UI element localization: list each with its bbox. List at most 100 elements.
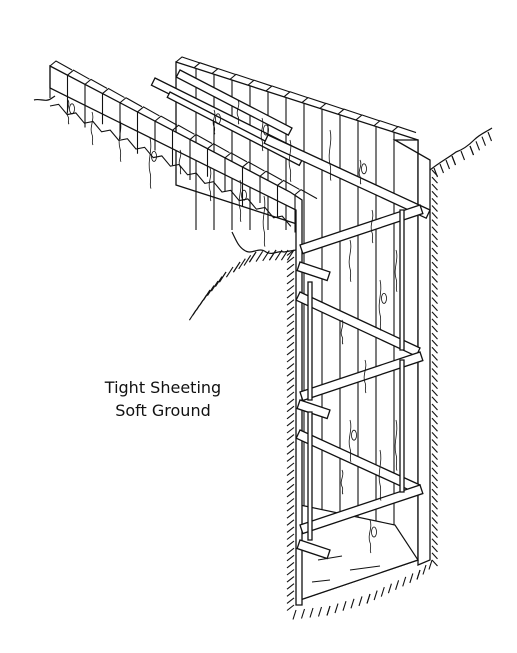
hatch-tick xyxy=(263,251,270,261)
diagram-caption: Tight Sheeting Soft Ground xyxy=(92,376,234,422)
front-plank-top xyxy=(50,61,72,70)
grain-line xyxy=(341,320,343,344)
front-sheeting-planks xyxy=(50,61,317,233)
wood-grain xyxy=(67,100,397,553)
hatch-tick xyxy=(461,151,465,160)
hatch-tick xyxy=(432,532,438,538)
lower-strut xyxy=(300,485,423,534)
grain-line xyxy=(263,196,265,247)
hatch-tick xyxy=(287,392,294,398)
grain-line xyxy=(395,250,397,292)
hatch-tick xyxy=(432,241,438,247)
back-plank-top xyxy=(212,69,236,75)
hatch-tick xyxy=(335,604,338,614)
grain-line xyxy=(289,140,291,182)
hatch-tick xyxy=(432,411,438,417)
upper-strut xyxy=(300,205,423,254)
hatch-tick xyxy=(287,477,294,483)
hatch-tick xyxy=(432,546,438,552)
grain-line xyxy=(364,360,366,393)
hatch-tick xyxy=(287,548,294,554)
hatch-tick xyxy=(256,251,263,261)
hatch-tick xyxy=(432,312,438,318)
front-sheeting-jagged-edge xyxy=(50,104,291,226)
hatch-tick xyxy=(359,596,362,606)
hatch-tick xyxy=(388,584,391,594)
hatch-tick xyxy=(287,406,294,412)
hatch-tick xyxy=(287,264,294,270)
grain-knot xyxy=(371,526,377,538)
back-plank-top xyxy=(230,74,254,80)
hatch-tick xyxy=(287,286,294,292)
back-plank-top xyxy=(194,63,218,69)
hatch-tick xyxy=(287,534,294,540)
grain-line xyxy=(149,138,151,189)
hatch-tick xyxy=(432,184,438,190)
hatch-tick xyxy=(287,300,294,306)
hatch-tick xyxy=(239,259,246,269)
hatch-tick xyxy=(287,250,294,256)
grain-knot xyxy=(351,429,357,441)
hatch-tick xyxy=(432,468,438,474)
hatch-tick xyxy=(432,361,438,367)
back-plank-top xyxy=(266,86,290,92)
hatch-tick xyxy=(432,248,438,254)
grain-knot xyxy=(151,150,157,162)
hatch-tick xyxy=(432,276,438,282)
middle-strut xyxy=(300,352,423,401)
hatch-tick xyxy=(287,357,294,363)
grain-knot xyxy=(263,124,269,136)
grain-knot xyxy=(381,292,387,304)
hatch-tick xyxy=(381,587,384,597)
hatch-tick xyxy=(287,257,294,263)
back-plank-top xyxy=(374,121,398,127)
front-sheeting-wall xyxy=(50,66,302,605)
hatch-tick xyxy=(287,562,294,568)
front-plank-top xyxy=(85,79,107,88)
hatch-tick xyxy=(432,213,438,219)
hatch-tick xyxy=(432,369,438,375)
hatch-tick xyxy=(211,281,218,291)
hatch-tick xyxy=(233,262,240,272)
hatch-tick xyxy=(432,283,438,289)
hatch-tick xyxy=(226,267,233,277)
grain-line xyxy=(349,420,351,462)
front-plank-top xyxy=(138,107,160,116)
upper-wale xyxy=(264,135,430,218)
hatch-tick xyxy=(432,234,438,240)
hatch-tick xyxy=(432,439,438,445)
hatch-tick xyxy=(302,609,305,619)
hatch-tick xyxy=(432,298,438,304)
hatch-tick xyxy=(432,496,438,502)
hatch-tick xyxy=(287,413,294,419)
wales-and-struts xyxy=(151,70,430,559)
hatch-tick xyxy=(287,442,294,448)
back-plank-top xyxy=(356,115,380,121)
hatch-tick xyxy=(432,326,438,332)
grain-line xyxy=(359,160,361,184)
hatch-tick xyxy=(287,484,294,490)
hatch-tick xyxy=(432,333,438,339)
hatch-tick xyxy=(287,520,294,526)
hatch-tick xyxy=(293,610,296,620)
hatch-tick xyxy=(287,456,294,462)
hatch-tick xyxy=(488,132,492,141)
hatch-tick xyxy=(432,291,438,297)
hatch-tick xyxy=(432,383,438,389)
hatch-tick xyxy=(432,177,438,183)
hatch-tick xyxy=(287,499,294,505)
hatch-tick xyxy=(275,250,282,260)
grain-line xyxy=(349,240,351,282)
back-plank-top xyxy=(392,127,416,133)
hatch-tick xyxy=(432,404,438,410)
hatch-tick xyxy=(287,513,294,519)
hatch-tick xyxy=(203,290,210,300)
grain-line xyxy=(395,420,397,471)
hatch-tick xyxy=(429,560,432,570)
hatch-tick xyxy=(446,160,450,169)
hatch-tick xyxy=(423,565,426,575)
back-plank-top xyxy=(248,80,272,86)
hatch-tick xyxy=(432,191,438,197)
hatch-tick xyxy=(367,594,370,604)
